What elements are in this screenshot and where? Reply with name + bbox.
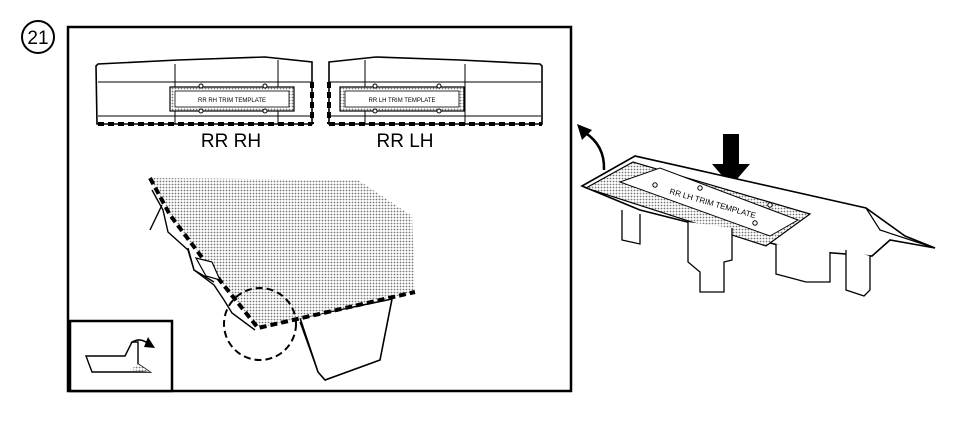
step-badge: 21 [21,20,55,54]
template-label-rh: RR RH TRIM TEMPLATE [198,98,266,104]
press-arrow [712,134,750,186]
rear-right-panel: RR RH TRIM TEMPLATE [95,56,314,126]
label-rr-lh: RR LH [376,131,433,152]
trim-part-3d: RR LH TRIM TEMPLATE [580,155,936,297]
step-number: 21 [27,28,48,49]
rear-left-panel: RR LH TRIM TEMPLATE [327,56,543,126]
curved-arrow [577,124,606,171]
label-rr-rh: RR RH [201,131,261,152]
corner-detail [148,177,416,381]
peel-inset [68,319,174,393]
template-label-lh: RR LH TRIM TEMPLATE [368,98,435,104]
